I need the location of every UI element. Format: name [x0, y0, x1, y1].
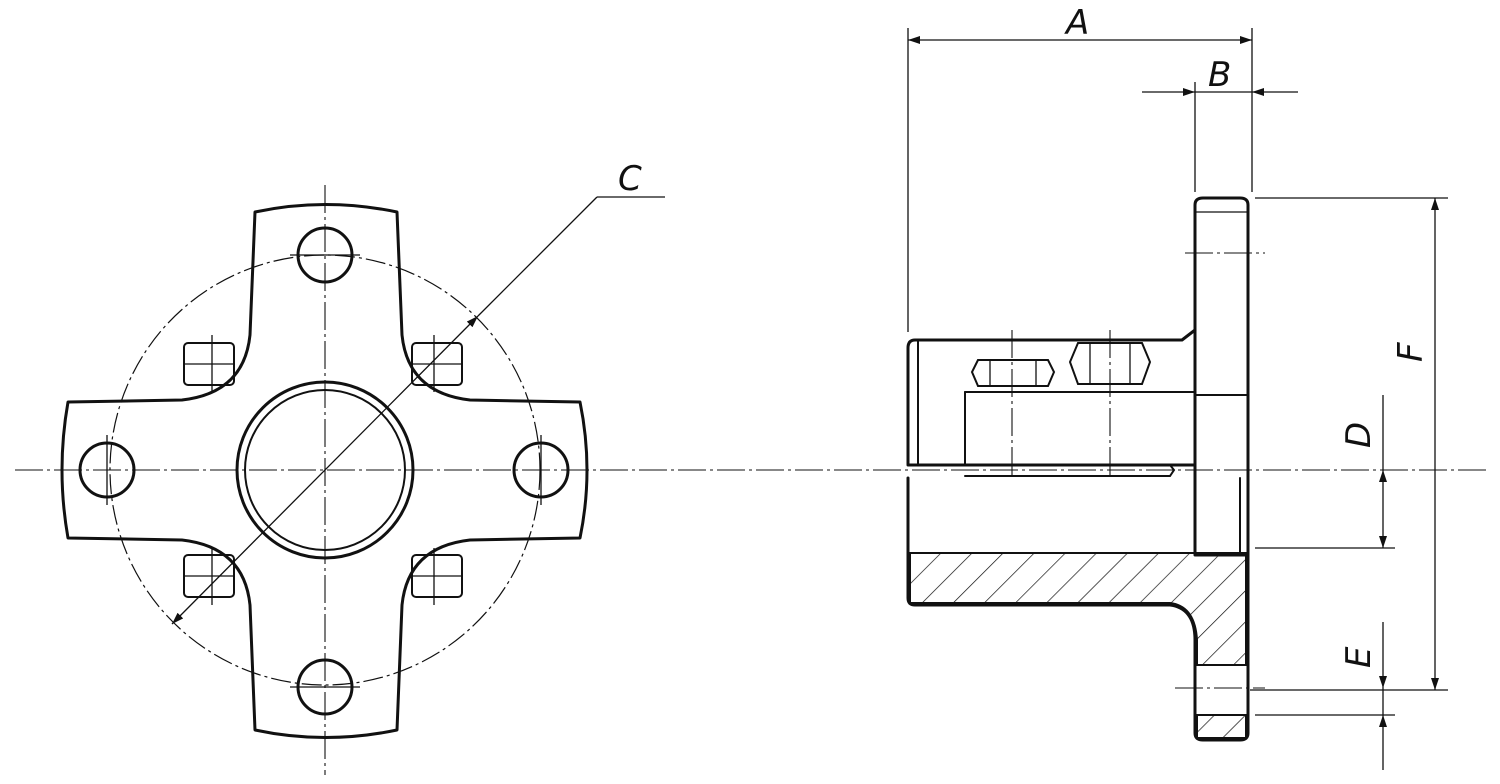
- dimension-label-b: B: [1208, 55, 1231, 95]
- pitch-circle: [109, 254, 541, 686]
- dimension-c-line: [171, 315, 479, 625]
- clamp-slot: [964, 464, 1176, 477]
- hub-upper-half: [906, 328, 1197, 467]
- flange-plate: [1193, 196, 1250, 557]
- dimension-label-f: F: [1391, 342, 1431, 362]
- dimension-label-d: D: [1339, 422, 1379, 448]
- side-nut-right: [1068, 342, 1152, 385]
- nut-top-right: [411, 335, 463, 392]
- nut-bottom-right: [411, 548, 463, 605]
- side-nut-left: [970, 359, 1056, 387]
- dimension-label-c: C: [618, 159, 642, 199]
- dimension-label-e: E: [1339, 646, 1379, 668]
- side-view: [906, 28, 1448, 770]
- dimension-label-a: A: [1064, 3, 1089, 43]
- front-view: [15, 185, 1490, 775]
- hub-lower-half: [906, 476, 1250, 742]
